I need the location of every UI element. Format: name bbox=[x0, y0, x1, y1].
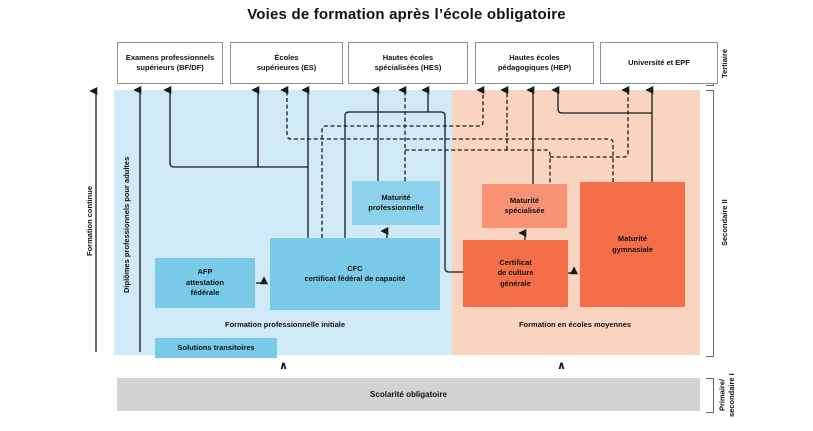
box-hes: Hautes écoles spécialisées (HES) bbox=[348, 42, 468, 84]
box-examens-professionnels: Examens professionnels supérieurs (BF/DF… bbox=[117, 42, 223, 84]
caption-formation-professionnelle: Formation professionnelle initiale bbox=[224, 320, 346, 329]
conn-matgym-to-es-dashed bbox=[280, 85, 614, 182]
page-title: Voies de formation après l’école obligat… bbox=[247, 6, 566, 23]
box-afp: AFP attestation fédérale bbox=[155, 258, 255, 308]
conn-cfc-to-hep-dashed bbox=[321, 85, 485, 238]
conn-passerelle-to-uni-dashed bbox=[550, 85, 630, 158]
chevron-up-left: ∧ bbox=[279, 360, 288, 372]
caption-ecoles-moyennes: Formation en écoles moyennes bbox=[518, 320, 632, 329]
bar-scolarite-label: Scolarité obligatoire bbox=[370, 390, 447, 399]
box-maturite-specialisee: Maturité spécialisée bbox=[482, 184, 567, 228]
chevron-up-right: ∧ bbox=[557, 360, 566, 372]
bracket-secondaire2 bbox=[706, 90, 714, 357]
box-hep: Hautes écoles pédagogiques (HEP) bbox=[475, 42, 594, 84]
box-ecoles-superieures: Écoles supérieures (ES) bbox=[230, 42, 343, 84]
conn-matgym-to-hep-branch bbox=[557, 108, 652, 114]
box-maturite-gymnasiale: Maturité gymnasiale bbox=[580, 182, 685, 307]
box-certificat-culture: Certificat de culture générale bbox=[463, 240, 568, 307]
conn-matspec-dashed-branch bbox=[405, 149, 551, 184]
bracket-primaire bbox=[706, 378, 714, 413]
conn-cfc-branch-horizontal bbox=[169, 162, 308, 168]
box-solutions-transitoires: Solutions transitoires bbox=[155, 338, 277, 358]
conn-certificat-to-hes bbox=[428, 111, 463, 273]
bar-scolarite-obligatoire: Scolarité obligatoire bbox=[117, 378, 700, 411]
box-maturite-professionnelle: Maturité professionnelle bbox=[352, 181, 440, 225]
box-cfc: CFC certificat fédéral de capacité bbox=[270, 238, 440, 310]
conn-cfc-to-hes-elbow bbox=[344, 111, 428, 238]
box-universite-epf: Université et EPF bbox=[600, 42, 718, 84]
